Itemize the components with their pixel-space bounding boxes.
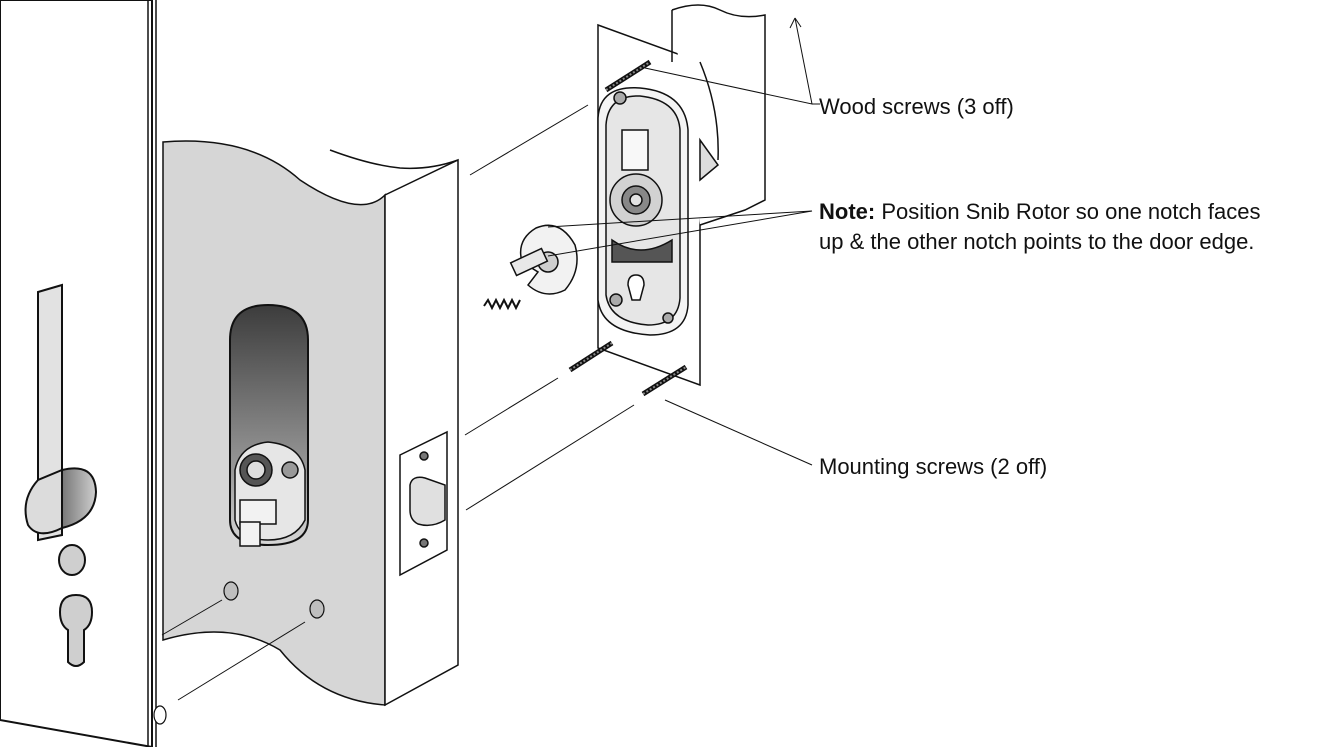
- inner-unit-chassis: [597, 87, 689, 336]
- lock-mechanism: [234, 441, 306, 547]
- latch-faceplate: [399, 430, 448, 577]
- note-line-1: Note: Position Snib Rotor so one notch f…: [819, 197, 1260, 227]
- note-text-1: Position Snib Rotor so one notch faces: [875, 199, 1261, 224]
- projection-lines: [161, 104, 635, 701]
- wood-screws-label: Wood screws (3 off): [819, 94, 1014, 119]
- outer-handle-panel: [0, 0, 157, 747]
- note-prefix: Note:: [819, 199, 876, 224]
- snib-rotor: [509, 224, 578, 295]
- note-line-2: up & the other notch points to the door …: [819, 229, 1255, 254]
- snib-rotor-note: Note: Position Snib Rotor so one notch f…: [819, 197, 1260, 257]
- door-screw-holes: [223, 581, 325, 619]
- snib-spring: [483, 297, 521, 311]
- door-body: [162, 140, 459, 707]
- mounting-screws: [568, 340, 688, 397]
- mounting-screws-label: Mounting screws (2 off): [819, 454, 1048, 479]
- spindle-end: [153, 705, 167, 725]
- leader-lines: [547, 17, 820, 466]
- wood-screws: [604, 59, 652, 93]
